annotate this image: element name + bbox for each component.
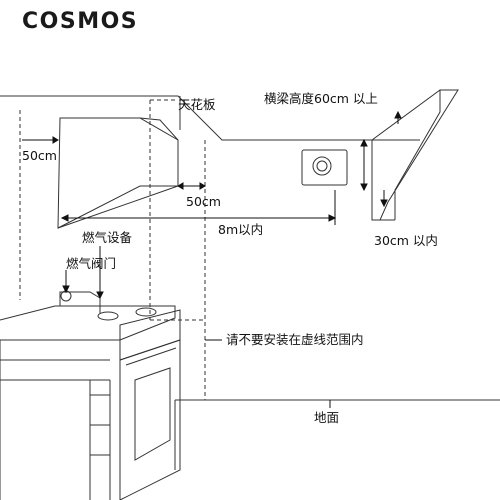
ceiling-line — [0, 95, 420, 141]
beam-inner-edge — [394, 90, 441, 220]
oven-front — [119, 339, 181, 500]
gas-valve-label: 燃气阀门 — [66, 256, 117, 271]
clearance-box — [149, 100, 206, 400]
install-note-label: 请不要安装在虚线范围内 — [226, 332, 364, 347]
beam-height-label: 横梁高度60cm 以上 — [264, 91, 378, 106]
counter-top — [0, 305, 176, 341]
cabinet-shading — [0, 359, 111, 500]
burner-right — [135, 307, 157, 317]
hood-clearance-label: 50cm — [186, 194, 221, 209]
hood-body — [57, 117, 179, 229]
distance-label: 8m以内 — [218, 222, 264, 237]
hood-bottom — [57, 185, 178, 229]
oven-handle — [125, 347, 177, 366]
counter-front — [0, 339, 121, 500]
gas-appliance-label: 燃气设备 — [82, 230, 133, 245]
gas-pipe — [59, 291, 101, 314]
ceiling-label: 天花板 — [178, 97, 216, 112]
cabinet-door-1 — [90, 394, 110, 456]
burner-left — [97, 311, 119, 321]
heater-box — [301, 149, 348, 186]
heater-dial — [312, 156, 332, 176]
brand-logo: COSMOS — [22, 9, 139, 34]
floor-label: 地面 — [314, 410, 340, 425]
side-clearance-label: 50cm — [22, 148, 57, 163]
beam-offset-label: 30cm 以内 — [374, 233, 438, 248]
hood-side — [139, 117, 179, 141]
oven-panel — [134, 367, 171, 461]
